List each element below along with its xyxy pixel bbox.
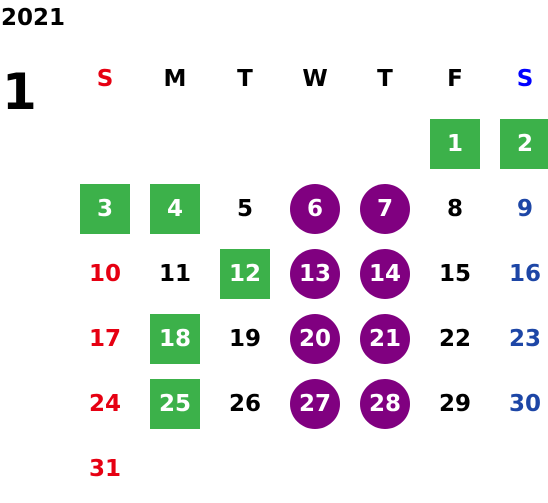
day-number: 8: [446, 195, 463, 222]
weekday-header-thursday: T: [350, 46, 420, 111]
day-number: 29: [438, 390, 471, 417]
weekday-label: F: [447, 65, 463, 92]
weekday-label: S: [516, 65, 534, 92]
day-cell[interactable]: 6: [280, 176, 350, 241]
day-number: 18: [150, 313, 200, 364]
day-cell[interactable]: 14: [350, 241, 420, 306]
day-number: 23: [508, 325, 541, 352]
day-cell[interactable]: 18: [140, 306, 210, 371]
day-number: 24: [88, 390, 121, 417]
day-cell[interactable]: 22: [420, 306, 490, 371]
day-number: 1: [430, 118, 480, 169]
weekday-header-tuesday: T: [210, 46, 280, 111]
day-number: 2: [500, 118, 548, 169]
year-label: 2021: [1, 5, 66, 31]
day-number: 7: [360, 183, 410, 234]
day-number: 3: [80, 183, 130, 234]
day-cell[interactable]: 12: [210, 241, 280, 306]
day-number: 6: [290, 183, 340, 234]
weekday-label: T: [377, 65, 393, 92]
day-cell[interactable]: 11: [140, 241, 210, 306]
day-cell[interactable]: 5: [210, 176, 280, 241]
day-number: 13: [290, 248, 340, 299]
day-cell[interactable]: 19: [210, 306, 280, 371]
weekday-label: S: [96, 65, 114, 92]
day-cell[interactable]: 25: [140, 371, 210, 436]
day-cell[interactable]: 26: [210, 371, 280, 436]
day-cell[interactable]: 3: [70, 176, 140, 241]
weekday-header-friday: F: [420, 46, 490, 111]
day-cell[interactable]: 10: [70, 241, 140, 306]
day-number: 10: [88, 260, 121, 287]
weekday-header-saturday: S: [490, 46, 548, 111]
day-cell[interactable]: 13: [280, 241, 350, 306]
day-number: 16: [508, 260, 541, 287]
day-number: 21: [360, 313, 410, 364]
day-number: 22: [438, 325, 471, 352]
day-number: 15: [438, 260, 471, 287]
day-number: 27: [290, 378, 340, 429]
day-number: 4: [150, 183, 200, 234]
day-number: 14: [360, 248, 410, 299]
day-number: 26: [228, 390, 261, 417]
day-cell[interactable]: 21: [350, 306, 420, 371]
day-number: 17: [88, 325, 121, 352]
day-number: 31: [88, 455, 121, 482]
day-cell[interactable]: 23: [490, 306, 548, 371]
day-cell[interactable]: 1: [420, 111, 490, 176]
day-cell[interactable]: 24: [70, 371, 140, 436]
weekday-label: W: [302, 65, 328, 92]
day-number: 28: [360, 378, 410, 429]
month-label: 1: [2, 63, 37, 121]
day-number: 25: [150, 378, 200, 429]
day-cell[interactable]: 2: [490, 111, 548, 176]
weekday-header-wednesday: W: [280, 46, 350, 111]
day-cell[interactable]: 31: [70, 436, 140, 501]
weekday-label: M: [163, 65, 187, 92]
day-cell[interactable]: 9: [490, 176, 548, 241]
day-number: 30: [508, 390, 541, 417]
day-cell[interactable]: 29: [420, 371, 490, 436]
weekday-header-sunday: S: [70, 46, 140, 111]
day-cell[interactable]: 17: [70, 306, 140, 371]
weekday-label: T: [237, 65, 253, 92]
day-cell[interactable]: 4: [140, 176, 210, 241]
day-cell[interactable]: 20: [280, 306, 350, 371]
day-number: 11: [158, 260, 191, 287]
day-cell[interactable]: 30: [490, 371, 548, 436]
day-cell[interactable]: 16: [490, 241, 548, 306]
day-cell[interactable]: 7: [350, 176, 420, 241]
day-cell[interactable]: 27: [280, 371, 350, 436]
day-cell[interactable]: 15: [420, 241, 490, 306]
day-number: 9: [516, 195, 533, 222]
day-number: 19: [228, 325, 261, 352]
day-number: 12: [220, 248, 270, 299]
weekday-header-monday: M: [140, 46, 210, 111]
day-cell[interactable]: 28: [350, 371, 420, 436]
day-number: 5: [236, 195, 253, 222]
day-cell[interactable]: 8: [420, 176, 490, 241]
day-number: 20: [290, 313, 340, 364]
